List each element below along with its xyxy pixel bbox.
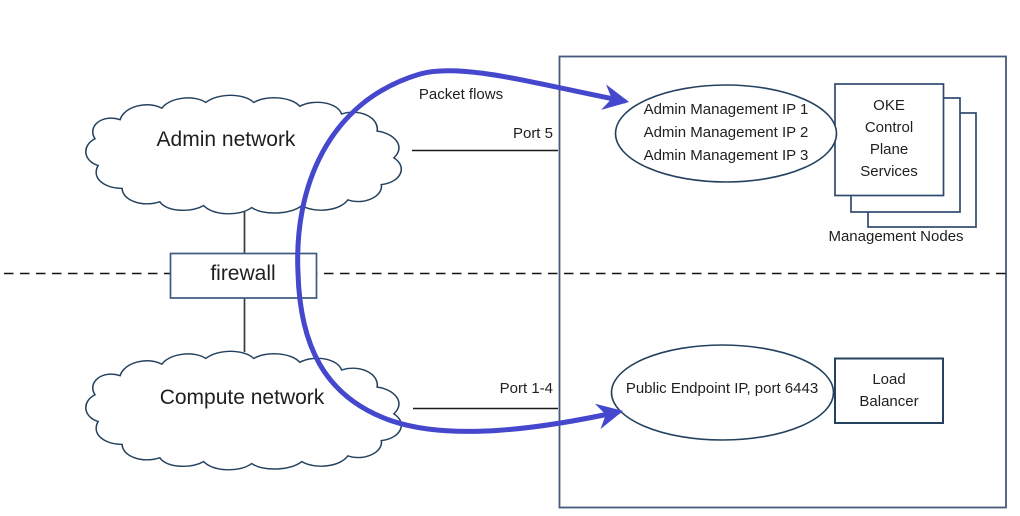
admin-management-ip-1: Admin Management IP 1 [643, 101, 809, 118]
packet-flow-arrow-to-public-endpoint [295, 270, 624, 434]
load-balancer-label: Load Balancer [835, 369, 943, 413]
port-5-label: Port 5 [512, 125, 553, 142]
admin-management-ip-3: Admin Management IP 3 [643, 147, 809, 164]
public-endpoint-label: Public Endpoint IP, port 6443 [625, 380, 819, 397]
oke-control-plane-text: OKE Control Plane Services [835, 95, 943, 183]
admin-management-ips-text: Admin Management IP 1 Admin Management I… [616, 98, 836, 167]
load-balancer-box [834, 357, 944, 424]
compute-network-cloud [85, 350, 403, 471]
load-balancer-line-2: Balancer [859, 393, 919, 410]
packet-flow-arrow-to-admin-ips [295, 68, 630, 276]
compute-network-label: Compute network [159, 386, 325, 409]
oke-control-plane-box [834, 83, 945, 197]
packet-flows-label: Packet flows [418, 86, 504, 103]
port-1-4-label: Port 1-4 [499, 380, 553, 397]
firewall-label: firewall [210, 262, 276, 285]
oke-line-3: Plane [869, 141, 909, 158]
oke-line-2: Control [864, 119, 914, 136]
oke-line-4: Services [860, 163, 918, 180]
admin-network-label: Admin network [156, 128, 296, 151]
load-balancer-line-1: Load [872, 371, 906, 388]
oke-line-1: OKE [873, 97, 905, 114]
public-endpoint-ellipse [610, 344, 835, 441]
management-nodes-label: Management Nodes [828, 228, 964, 245]
admin-management-ips-ellipse [614, 84, 838, 183]
firewall-box [169, 252, 318, 299]
admin-management-ip-2: Admin Management IP 2 [643, 124, 809, 141]
